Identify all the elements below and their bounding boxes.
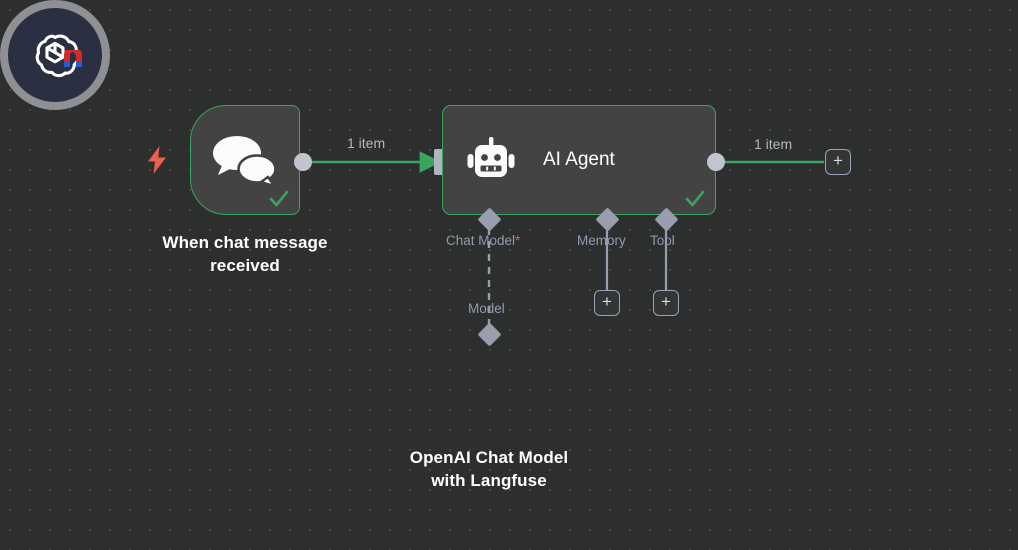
- model-top-connector[interactable]: [477, 322, 502, 347]
- trigger-output-connector[interactable]: [294, 153, 312, 171]
- chat-bubbles-icon: [213, 136, 277, 188]
- edge-label-model: Model: [468, 301, 505, 316]
- openai-node-inner: [8, 8, 102, 102]
- agent-input-connector[interactable]: [434, 149, 444, 175]
- langfuse-magnet-icon: [64, 50, 82, 67]
- agent-input-chat-model-label: Chat Model*: [446, 233, 521, 248]
- model-node-label-line2: with Langfuse: [431, 471, 547, 491]
- node-when-chat-message-received[interactable]: [190, 105, 300, 215]
- robot-icon: [467, 137, 515, 177]
- agent-output-connector[interactable]: [707, 153, 725, 171]
- trigger-status-check-icon: [269, 190, 289, 207]
- add-node-after-agent-button[interactable]: +: [825, 149, 851, 175]
- node-ai-agent[interactable]: AI Agent: [442, 105, 716, 215]
- edge-label-trigger-to-agent: 1 item: [347, 135, 386, 151]
- agent-input-tool-label: Tool: [650, 233, 675, 248]
- model-node-label-line1: OpenAI Chat Model: [409, 448, 569, 467]
- node-openai-chat-model[interactable]: [0, 0, 110, 110]
- agent-node-title: AI Agent: [543, 149, 615, 170]
- trigger-node-label: When chat message received: [162, 233, 328, 276]
- agent-input-memory-label: Memory: [577, 233, 626, 248]
- model-node-label: OpenAI Chat Model with Langfuse: [379, 446, 599, 493]
- add-memory-button[interactable]: +: [594, 290, 620, 316]
- openai-logo-icon: [35, 34, 80, 78]
- agent-status-check-icon: [685, 190, 705, 207]
- lightning-bolt-icon: [148, 146, 166, 174]
- add-tool-button[interactable]: +: [653, 290, 679, 316]
- edge-label-agent-output: 1 item: [754, 136, 793, 152]
